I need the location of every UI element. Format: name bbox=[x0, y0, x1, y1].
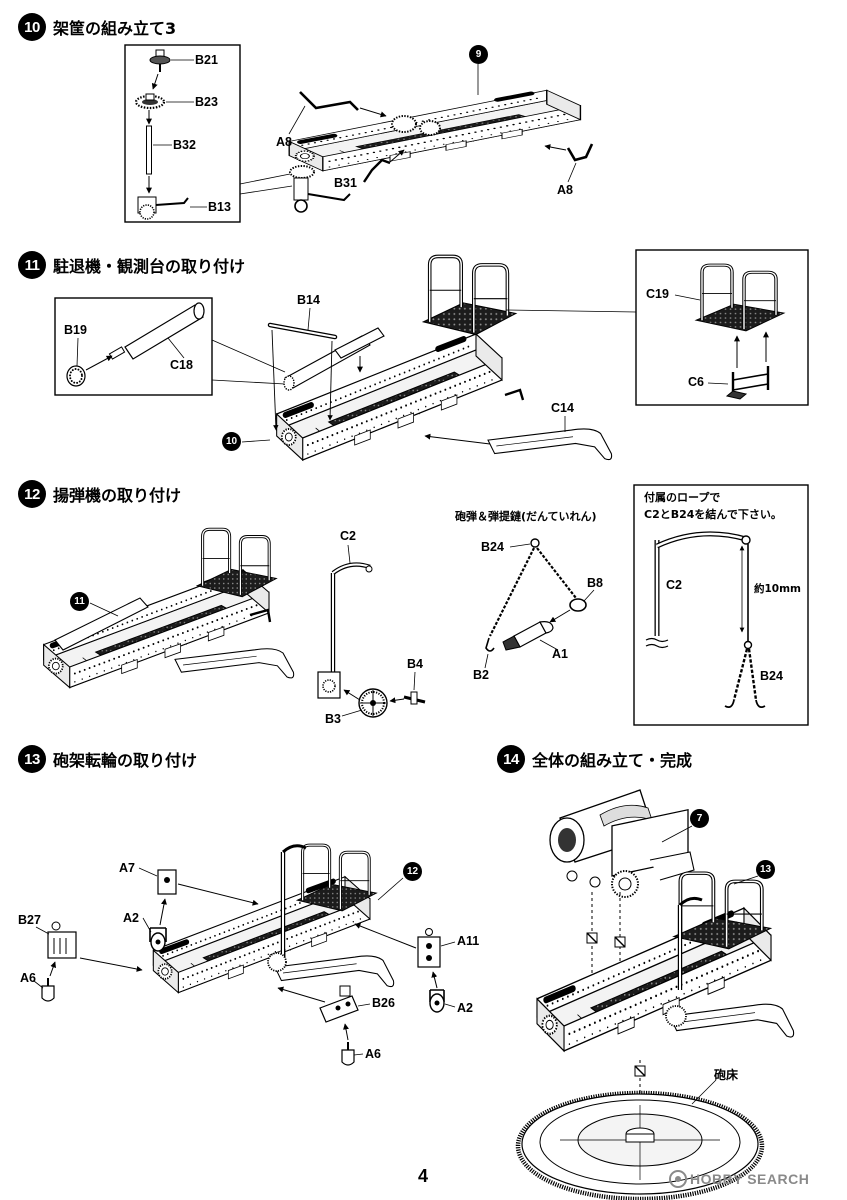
part-a8-crank-left bbox=[299, 91, 359, 111]
label-b24: B24 bbox=[481, 540, 504, 554]
step10-number: 10 bbox=[18, 13, 46, 41]
label-rope-b24: B24 bbox=[760, 669, 783, 683]
gun-platform-turntable bbox=[515, 1090, 765, 1200]
step10-illustration bbox=[124, 44, 594, 223]
label-b26: B26 bbox=[372, 996, 395, 1010]
part-a11-bracket bbox=[417, 928, 441, 968]
part-c2-hoist-arm bbox=[330, 562, 373, 676]
label-b27: B27 bbox=[18, 913, 41, 927]
step12-number: 12 bbox=[18, 480, 46, 508]
step11-illustration bbox=[54, 249, 809, 460]
label-a1: A1 bbox=[552, 647, 568, 661]
step11-header: 11 駐退機・観測台の取り付け bbox=[18, 251, 245, 279]
part-a2-wheel-right bbox=[429, 989, 445, 1013]
label-c14: C14 bbox=[551, 401, 574, 415]
label-c6: C6 bbox=[688, 375, 704, 389]
watermark-logo-icon bbox=[669, 1170, 687, 1188]
shell-and-chain bbox=[485, 538, 587, 652]
part-a7-bracket bbox=[157, 869, 177, 895]
part-b21-gear bbox=[149, 49, 171, 72]
rope-note-line1: 付属のロープで bbox=[644, 491, 721, 504]
label-b21: B21 bbox=[195, 53, 218, 67]
part-b19-disc bbox=[66, 365, 86, 387]
ref-step11: 11 bbox=[70, 592, 89, 611]
step13-illustration bbox=[33, 843, 456, 1066]
label-rope-c2: C2 bbox=[666, 578, 682, 592]
rope-note-box bbox=[633, 484, 809, 726]
step11-recoil-box bbox=[54, 297, 213, 396]
step11-platform-box bbox=[635, 249, 809, 406]
label-c18: C18 bbox=[170, 358, 193, 372]
part-a8-crank-right bbox=[566, 143, 594, 162]
ref-step10: 10 bbox=[222, 432, 241, 451]
label-a6-right: A6 bbox=[365, 1047, 381, 1061]
hoist-gearbox bbox=[317, 671, 341, 699]
label-b4: B4 bbox=[407, 657, 423, 671]
step14-title: 全体の組み立て・完成 bbox=[532, 751, 693, 770]
ref-step7: 7 bbox=[690, 809, 709, 828]
elevating-gear-assembly bbox=[289, 165, 351, 213]
step13-number: 13 bbox=[18, 745, 46, 773]
label-a6-left: A6 bbox=[20, 971, 36, 985]
part-b23-gear bbox=[134, 93, 166, 110]
ref-step13: 13 bbox=[756, 860, 775, 879]
shell-chain-note: 砲弾＆弾提鏈(だんていれん) bbox=[455, 510, 597, 523]
label-a8-left: A8 bbox=[276, 135, 292, 149]
label-b3: B3 bbox=[325, 712, 341, 726]
part-a2-wheel-left bbox=[149, 927, 167, 952]
label-c2: C2 bbox=[340, 529, 356, 543]
label-b8: B8 bbox=[587, 576, 603, 590]
label-b19: B19 bbox=[64, 323, 87, 337]
step11-title: 駐退機・観測台の取り付け bbox=[53, 257, 246, 276]
label-c19: C19 bbox=[646, 287, 669, 301]
ref-step9: 9 bbox=[469, 45, 488, 64]
part-b27-bracket bbox=[47, 921, 77, 959]
label-b2: B2 bbox=[473, 668, 489, 682]
rope-note-line2: C2とB24を結んで下さい。 bbox=[644, 508, 782, 521]
label-b31: B31 bbox=[334, 176, 357, 190]
label-a11: A11 bbox=[457, 934, 480, 948]
step10-header: 10 架筐の組み立て3 bbox=[18, 13, 176, 41]
step10-subassembly-box bbox=[124, 44, 241, 223]
rope-detail-c2 bbox=[645, 531, 751, 649]
step14-illustration bbox=[515, 789, 795, 1200]
part-b26-plate bbox=[319, 985, 359, 1023]
label-gun-platform: 砲床 bbox=[714, 1068, 739, 1082]
label-rope-length: 約10mm bbox=[754, 583, 801, 595]
label-b23: B23 bbox=[195, 95, 218, 109]
step14-header: 14 全体の組み立て・完成 bbox=[497, 745, 692, 773]
step12-title: 揚弾機の取り付け bbox=[53, 486, 182, 505]
ref-step12: 12 bbox=[403, 862, 422, 881]
watermark: HOBBY SEARCH bbox=[690, 1171, 810, 1187]
part-a6-fork-left bbox=[41, 978, 55, 1002]
rope-detail-b24-hook bbox=[724, 640, 766, 709]
step13-header: 13 砲架転輪の取り付け bbox=[18, 745, 197, 773]
step12-header: 12 揚弾機の取り付け bbox=[18, 480, 181, 508]
label-a2-left: A2 bbox=[123, 911, 139, 925]
label-a7: A7 bbox=[119, 861, 135, 875]
step12-illustration bbox=[44, 484, 809, 726]
part-b13-handwheel bbox=[137, 196, 189, 220]
label-b13: B13 bbox=[208, 200, 231, 214]
page-number: 4 bbox=[418, 1166, 429, 1186]
label-b32: B32 bbox=[173, 138, 196, 152]
label-b14: B14 bbox=[297, 293, 320, 307]
part-c18-cylinder bbox=[108, 302, 205, 360]
label-a8-right: A8 bbox=[557, 183, 573, 197]
part-b32-shaft bbox=[146, 125, 152, 175]
part-b31-crank bbox=[363, 158, 391, 183]
step13-title: 砲架転輪の取り付け bbox=[53, 751, 198, 770]
step11-number: 11 bbox=[18, 251, 46, 279]
step14-number: 14 bbox=[497, 745, 525, 773]
part-c6-ladder bbox=[725, 366, 770, 400]
part-b3-handwheel bbox=[358, 688, 388, 718]
step10-title: 架筐の組み立て3 bbox=[53, 19, 177, 38]
part-a6-fork-right bbox=[341, 1042, 355, 1066]
label-a2-right: A2 bbox=[457, 1001, 473, 1015]
part-b4-pin bbox=[403, 691, 426, 705]
gun-barrel-assembly bbox=[549, 789, 695, 898]
